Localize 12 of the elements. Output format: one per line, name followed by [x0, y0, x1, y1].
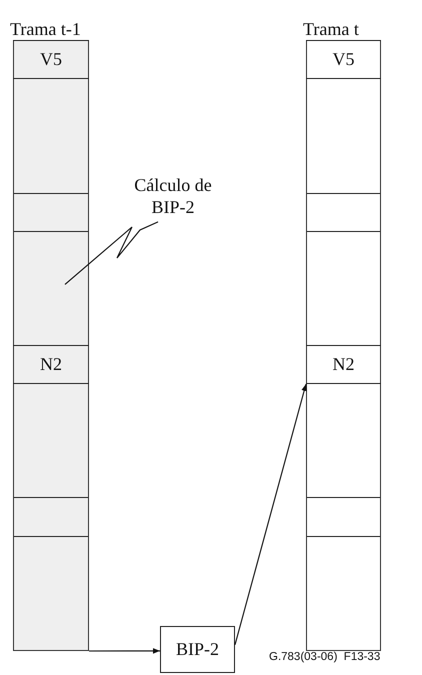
- column-heading: Trama t-1: [10, 19, 81, 40]
- leader-line: [64, 221, 158, 285]
- callout-text: Cálculo de BIP-2: [118, 175, 228, 221]
- frame-row: N2: [306, 345, 381, 384]
- frame-row: V5: [306, 40, 381, 79]
- figure-number: G.783(03-06) F13-33: [269, 651, 380, 663]
- frame-row: N2: [13, 345, 89, 384]
- arrow: [234, 384, 307, 645]
- arrow: [89, 648, 160, 654]
- process-box: BIP-2: [160, 626, 235, 673]
- frame-row: V5: [13, 40, 89, 79]
- column-heading: Trama t: [303, 19, 359, 40]
